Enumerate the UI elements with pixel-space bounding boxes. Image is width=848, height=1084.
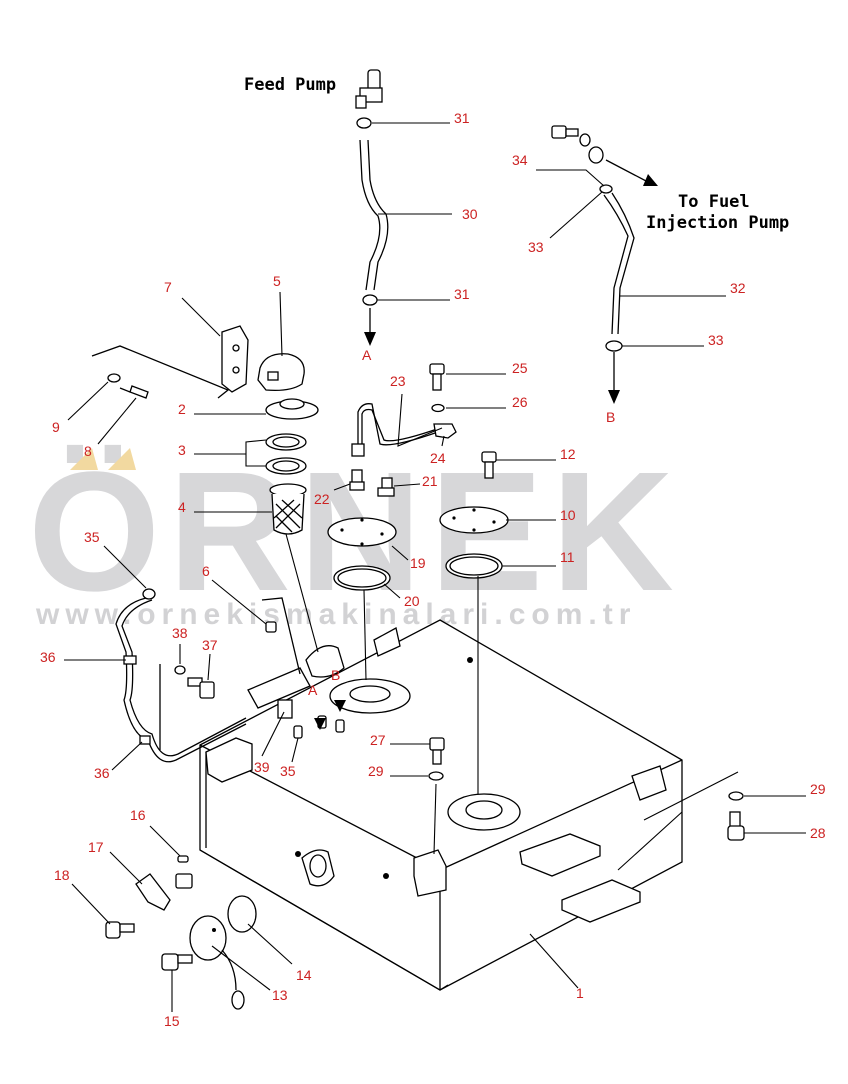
callout-29-left: 29	[368, 763, 384, 779]
callout-2: 2	[178, 401, 186, 417]
callout-5: 5	[273, 273, 281, 289]
callout-12: 12	[560, 446, 576, 462]
marker-a: A	[308, 682, 318, 698]
fuel-tank	[189, 619, 683, 1010]
callout-30: 30	[462, 206, 478, 222]
callout-15: 15	[164, 1013, 180, 1029]
callout-28: 28	[810, 825, 826, 841]
injection-line-assembly	[551, 125, 658, 404]
callout-16: 16	[130, 807, 146, 823]
feed-hose-assembly	[355, 69, 389, 346]
callout-26: 26	[512, 394, 528, 410]
callout-17: 17	[88, 839, 104, 855]
callout-37: 37	[202, 637, 218, 653]
callout-32: 32	[730, 280, 746, 296]
callout-7: 7	[164, 279, 172, 295]
small-hardware: A B	[105, 588, 745, 971]
callout-18: 18	[54, 867, 70, 883]
callout-numbers: 31 30 31 34 33 32 33 7 5 9 8 2 3 4 23 25…	[40, 110, 826, 1029]
callout-29-right: 29	[810, 781, 826, 797]
caption-feed-pump: Feed Pump	[244, 75, 336, 95]
callout-35-right: 35	[280, 763, 296, 779]
callout-19: 19	[410, 555, 426, 571]
callout-4: 4	[178, 499, 186, 515]
caption-injection-pump: Injection Pump	[646, 213, 789, 233]
callout-24: 24	[430, 450, 446, 466]
callout-9: 9	[52, 419, 60, 435]
callout-33-bottom: 33	[708, 332, 724, 348]
watermark: ÖRNEK www.ornekismakinalari.com.tr	[28, 437, 674, 631]
marker-b: B	[331, 667, 340, 683]
callout-31-bottom: 31	[454, 286, 470, 302]
callout-3: 3	[178, 442, 186, 458]
watermark-dot-left	[70, 448, 98, 470]
callout-11: 11	[560, 549, 575, 565]
callout-38: 38	[172, 625, 188, 641]
callout-27: 27	[370, 732, 386, 748]
cover-plates	[327, 363, 509, 591]
callout-36-top: 36	[40, 649, 56, 665]
callout-39: 39	[254, 759, 270, 775]
callout-6: 6	[202, 563, 210, 579]
callout-22: 22	[314, 491, 330, 507]
callout-21: 21	[422, 473, 438, 489]
watermark-dot-right	[108, 448, 136, 470]
callout-36-bottom: 36	[94, 765, 110, 781]
callout-8: 8	[84, 443, 92, 459]
watermark-url: www.ornekismakinalari.com.tr	[35, 598, 636, 631]
callout-leaders	[64, 122, 806, 1012]
marker-a-top: A	[362, 347, 372, 363]
callout-31-top: 31	[454, 110, 470, 126]
callout-10: 10	[560, 507, 576, 523]
marker-b-top: B	[606, 409, 615, 425]
callout-35-left: 35	[84, 529, 100, 545]
callout-1: 1	[576, 985, 584, 1001]
callout-20: 20	[404, 593, 420, 609]
callout-23: 23	[390, 373, 406, 389]
caption-to-fuel: To Fuel	[678, 192, 750, 212]
callout-25: 25	[512, 360, 528, 376]
callout-14: 14	[296, 967, 312, 983]
callout-33-top: 33	[528, 239, 544, 255]
filler-cap-assembly	[91, 325, 319, 535]
callout-34: 34	[512, 152, 528, 168]
callout-13: 13	[272, 987, 288, 1003]
